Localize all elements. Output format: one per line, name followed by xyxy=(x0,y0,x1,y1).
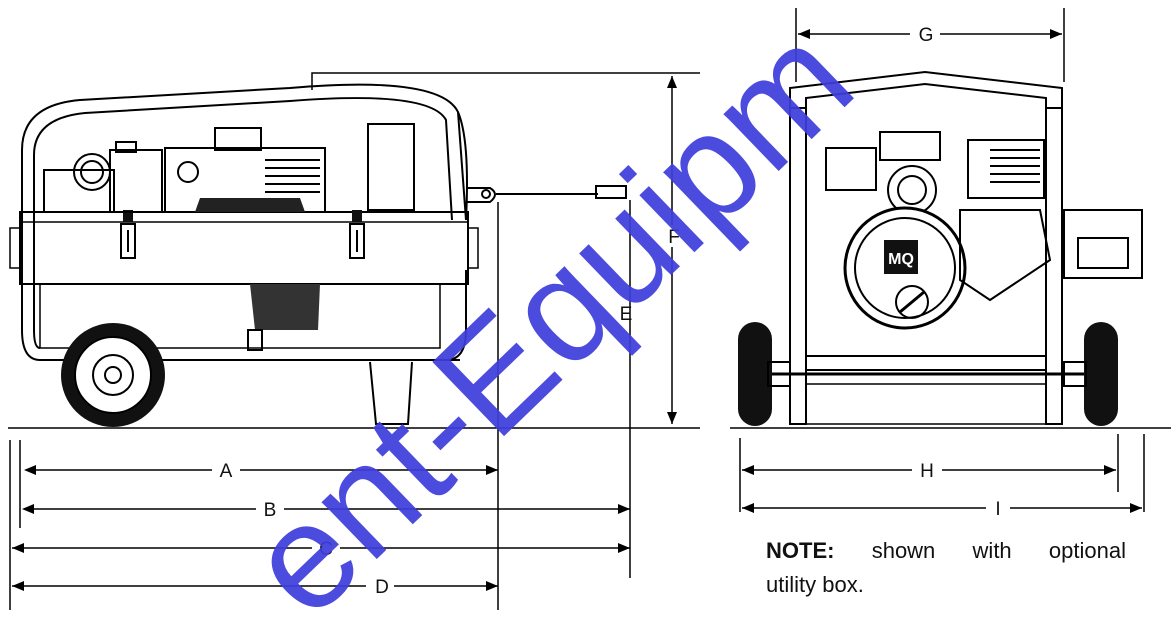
side-engine-cap xyxy=(214,127,262,151)
side-top-bar xyxy=(311,72,700,90)
note-heading: NOTE: xyxy=(766,538,835,563)
side-deck xyxy=(19,211,469,285)
side-engine-base xyxy=(195,198,305,212)
front-frame-left xyxy=(789,107,807,425)
front-view: MQ xyxy=(730,70,1171,429)
dimension-a: A xyxy=(24,460,498,482)
side-frame-rear xyxy=(445,270,467,361)
dimension-e: E xyxy=(620,304,633,325)
side-engine-switch xyxy=(177,161,199,183)
front-top-cap xyxy=(879,131,941,161)
side-tow-handle xyxy=(595,185,627,199)
dimension-f: F xyxy=(662,76,686,424)
note-text-block: NOTE: shown with optional utility box. xyxy=(766,534,1126,602)
side-latch-left xyxy=(120,210,136,259)
side-wheel xyxy=(61,323,165,427)
dimension-label-a: A xyxy=(220,461,233,482)
side-pump-port xyxy=(73,153,111,191)
front-engine-side xyxy=(959,209,1052,302)
side-pump-housing xyxy=(43,169,115,213)
side-under-engine xyxy=(250,284,320,330)
dimension-label-h: H xyxy=(920,461,934,482)
front-roof-outer xyxy=(789,70,1063,108)
dimension-c: C xyxy=(12,538,630,560)
note-line-2: utility box. xyxy=(766,572,864,597)
dimension-lines xyxy=(9,8,1145,610)
dimension-label-b: B xyxy=(264,500,277,521)
front-wheel-left xyxy=(738,322,791,426)
dimension-h: H xyxy=(742,460,1116,482)
side-fuel-tank xyxy=(109,149,163,213)
dimension-d: D xyxy=(12,576,498,598)
front-stand xyxy=(805,383,1047,425)
mq-logo-text: MQ xyxy=(888,251,914,268)
front-side-tank xyxy=(825,147,877,191)
dimension-label-d: D xyxy=(375,577,389,598)
side-deck-end-right xyxy=(467,227,479,269)
dimension-label-i: I xyxy=(995,499,1000,520)
front-intake-port xyxy=(887,165,937,215)
dimension-g: G xyxy=(798,24,1062,46)
front-mq-logo: MQ xyxy=(884,240,918,274)
dimension-b: B xyxy=(22,499,630,521)
dimension-label-f: F xyxy=(668,227,680,248)
front-drain-plug xyxy=(895,285,929,319)
front-frame-right xyxy=(1045,107,1063,425)
dimension-i: I xyxy=(742,498,1142,520)
front-roof-inner xyxy=(805,82,1047,108)
note-line-1: shown with optional xyxy=(871,538,1126,563)
side-control-box xyxy=(367,123,415,211)
side-latch-right xyxy=(349,210,365,259)
side-hitch-bracket xyxy=(466,187,496,203)
side-view xyxy=(8,72,700,429)
side-frame-tube-inner xyxy=(33,97,453,349)
dimension-label-g: G xyxy=(919,25,934,46)
front-utility-box xyxy=(1063,209,1143,279)
dimension-label-c: C xyxy=(319,539,333,560)
side-stand-leg xyxy=(369,361,413,425)
front-wheel-right xyxy=(1063,322,1118,426)
side-deck-end-left xyxy=(9,227,21,269)
side-under-deck xyxy=(39,283,441,349)
front-base-rail xyxy=(805,355,1047,371)
dimension-label-e: E xyxy=(620,304,633,325)
front-air-filter xyxy=(967,139,1045,199)
side-frame-tube xyxy=(21,83,468,361)
